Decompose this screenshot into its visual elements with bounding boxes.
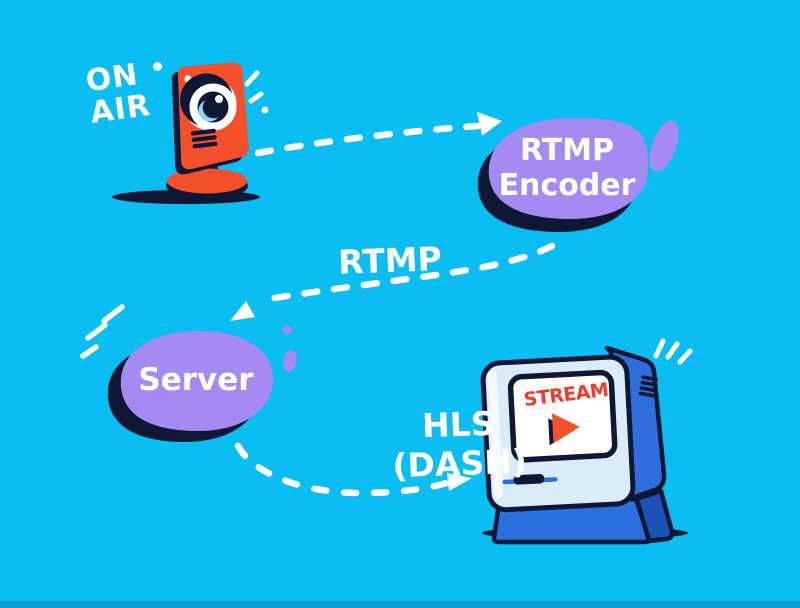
computer-front	[480, 354, 636, 513]
computer-sparkle-marks	[653, 338, 693, 365]
arrowhead	[447, 473, 472, 491]
dashed-arrow-server-to-viewer	[234, 442, 472, 497]
server-dot	[282, 325, 292, 335]
webcam-sparkle-marks	[244, 70, 264, 104]
webcam-vents	[190, 128, 218, 149]
arrowhead	[230, 301, 255, 321]
retro-computer-icon	[480, 338, 693, 545]
on-air-dot	[153, 62, 162, 71]
encoder-side-blob	[649, 120, 679, 172]
server-bubble	[80, 304, 297, 443]
edge-label-hls-dash: HLS (DASH)	[391, 403, 528, 486]
webcam-lens	[180, 73, 237, 131]
play-icon	[551, 413, 580, 444]
encoder-node-label: RTMP Encoder	[498, 132, 636, 203]
server-blob	[283, 350, 297, 372]
bottom-edge-strip	[0, 601, 800, 608]
rtmp-encoder-bubble	[477, 117, 679, 233]
dashed-arrow-camera-to-encoder	[254, 112, 502, 157]
webcam-icon	[112, 62, 269, 204]
server-sparkle-marks	[80, 304, 125, 359]
on-air-badge: ON AIR	[84, 54, 182, 131]
server-node-label: Server	[138, 361, 254, 398]
computer-vents	[638, 375, 659, 398]
dashed-arrow-encoder-to-server	[230, 242, 556, 321]
edge-label-rtmp: RTMP	[337, 239, 443, 282]
arrowhead	[477, 112, 502, 136]
computer-screen	[507, 369, 618, 463]
